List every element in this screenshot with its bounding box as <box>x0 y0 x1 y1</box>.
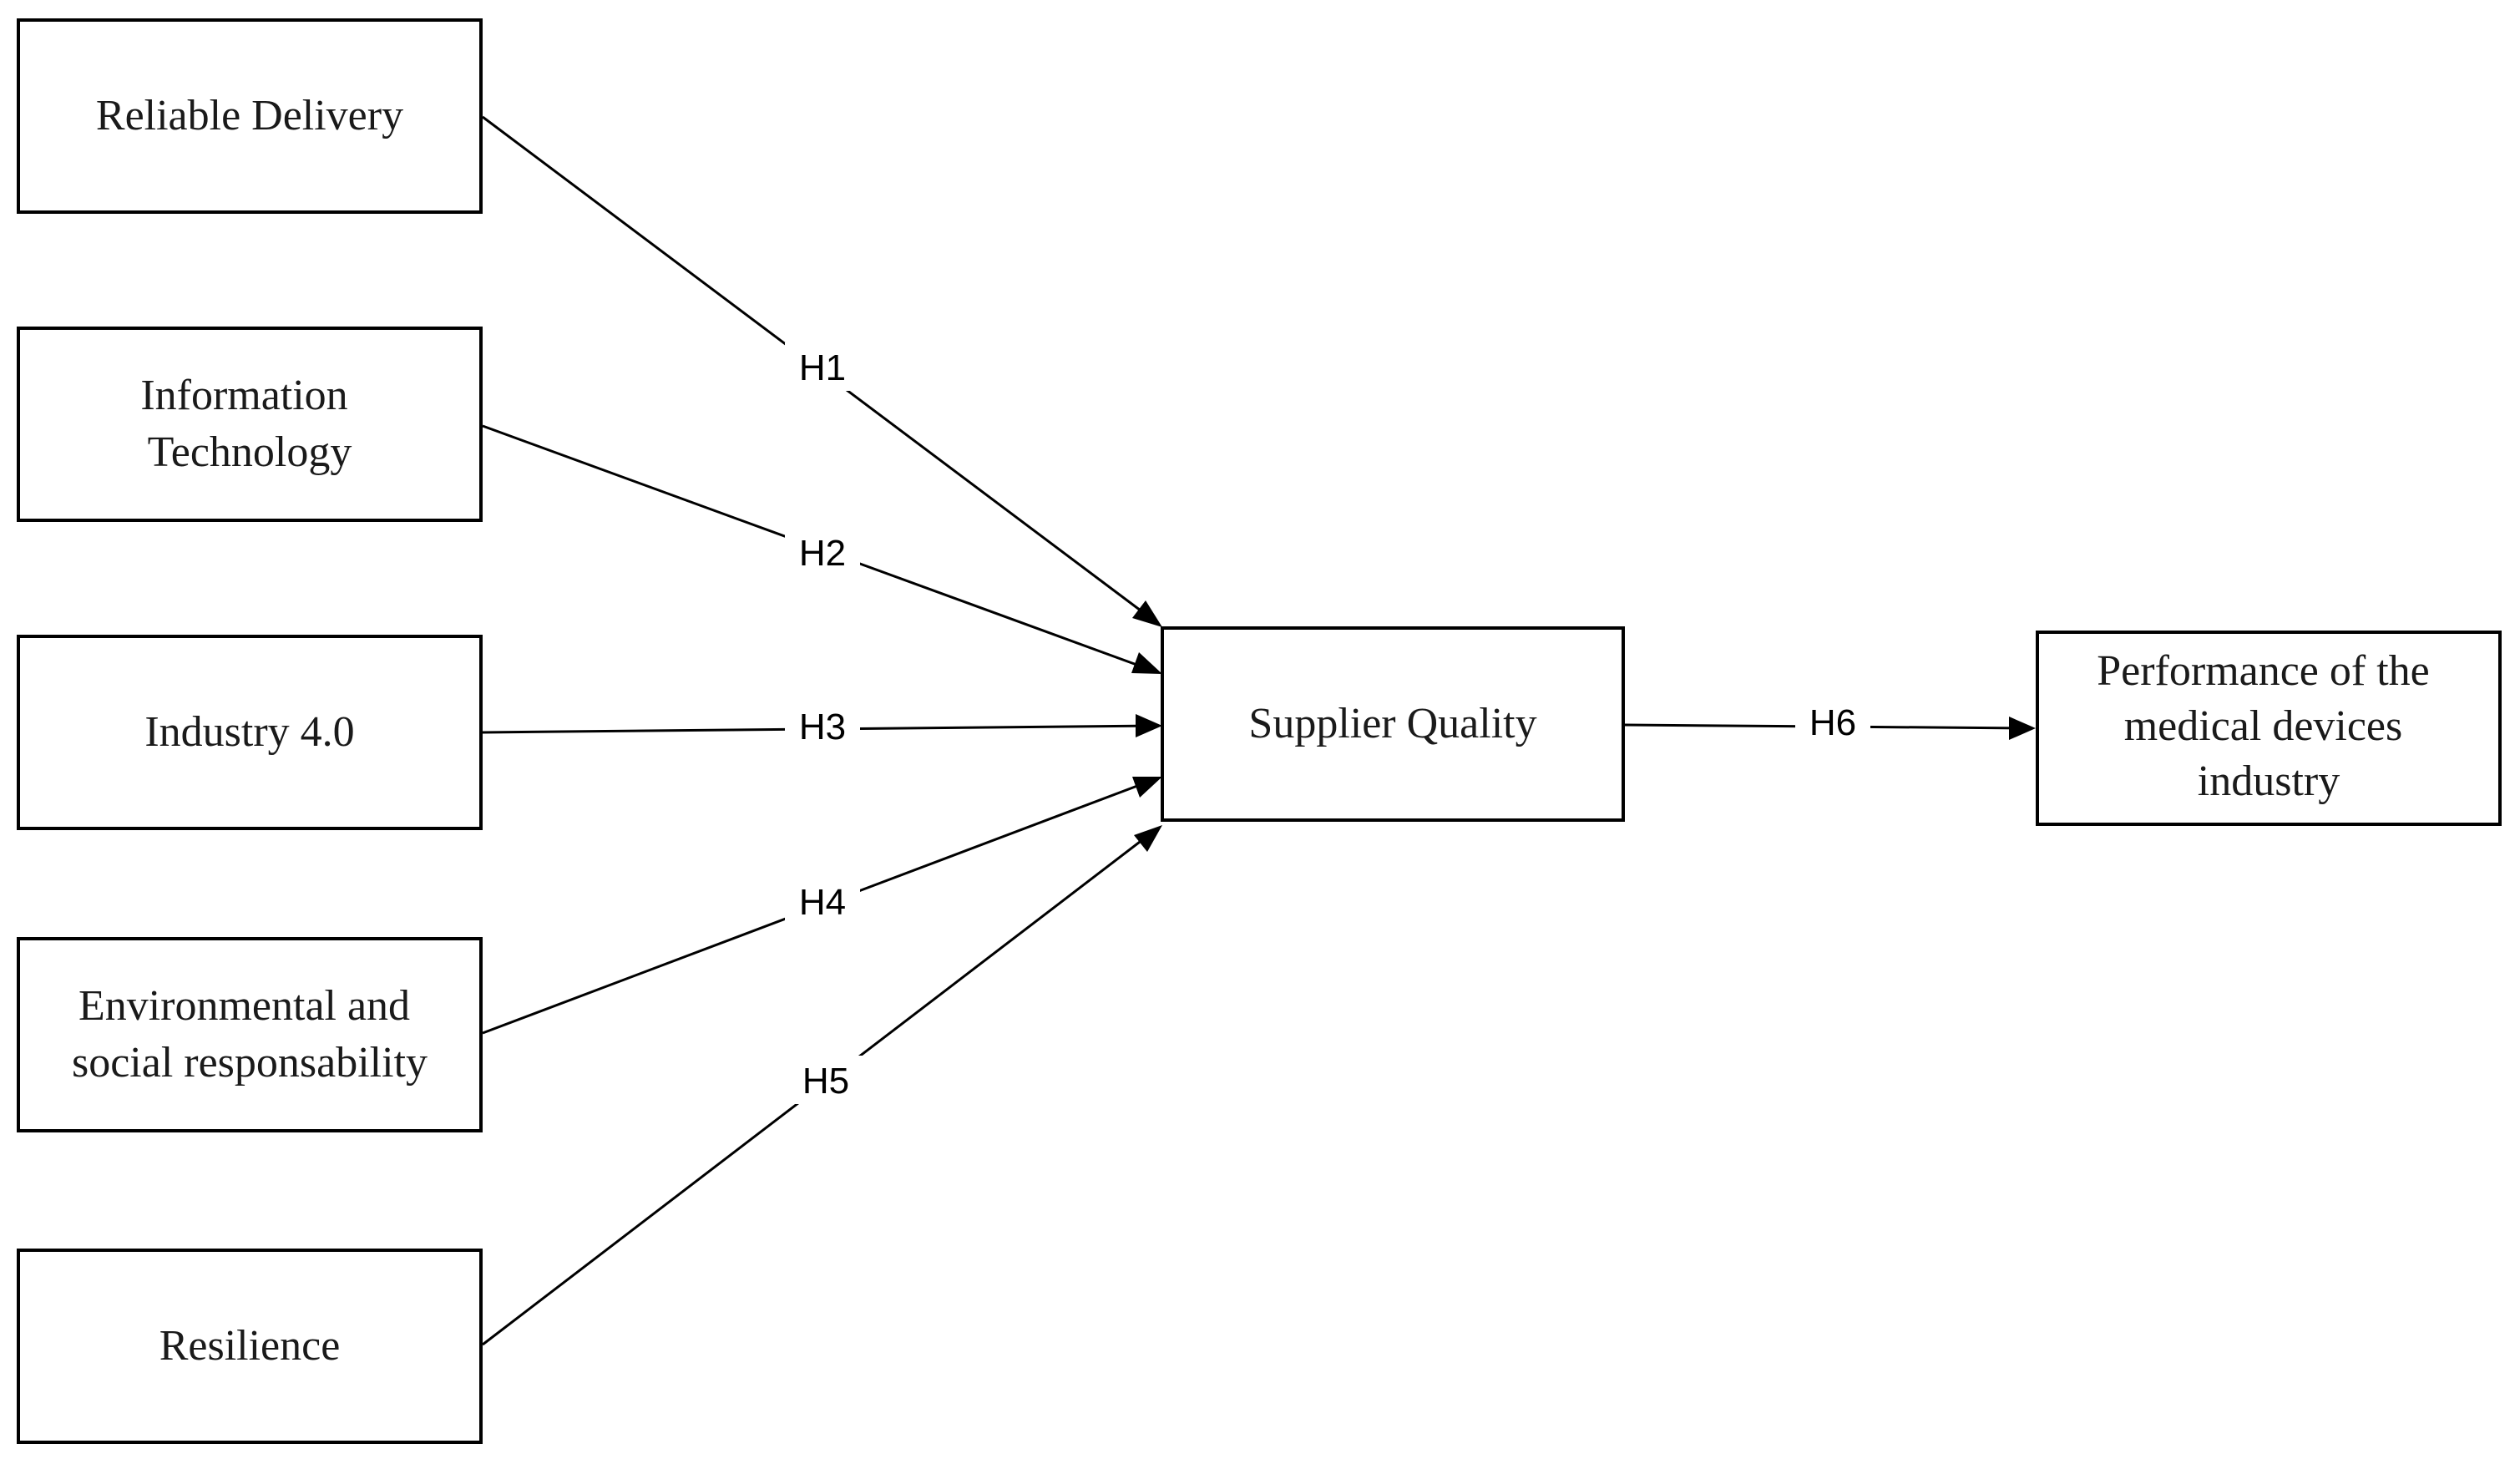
node-information-technology-label: Information Technology <box>140 372 358 476</box>
edge-h3-label: H3 <box>799 707 846 747</box>
edge-h6: H6 <box>1624 697 2036 746</box>
node-industry-4-label: Industry 4.0 <box>144 708 354 756</box>
edge-h4-arrowhead <box>1132 777 1162 798</box>
node-environmental-social: Environmental and social responsability <box>17 937 483 1132</box>
node-environmental-social-label: Environmental and social responsability <box>72 982 428 1087</box>
node-resilience-box <box>17 1249 483 1444</box>
edge-h5-label: H5 <box>802 1061 849 1102</box>
edge-h2: H2 <box>482 424 1162 674</box>
node-performance-label: Performance of the medical devices indus… <box>2097 647 2440 805</box>
node-performance-box <box>2036 631 2502 826</box>
node-performance: Performance of the medical devices indus… <box>2036 631 2502 826</box>
edge-h5: H5 <box>482 825 1162 1346</box>
nodes-layer: Reliable Delivery Information Technology… <box>17 18 2502 1444</box>
edge-h1-label: H1 <box>799 347 846 388</box>
edge-h1: H1 <box>482 115 1162 627</box>
node-supplier-quality: Supplier Quality <box>1161 626 1625 822</box>
node-reliable-delivery-box <box>17 18 483 214</box>
edge-h5-arrowhead <box>1134 825 1162 852</box>
node-resilience-label: Resilience <box>159 1322 341 1370</box>
node-industry-4: Industry 4.0 <box>17 635 483 830</box>
node-resilience: Resilience <box>17 1249 483 1444</box>
node-reliable-delivery-label: Reliable Delivery <box>96 92 403 139</box>
edge-h2-label: H2 <box>799 533 846 574</box>
edges-layer: H1 H2 H3 H4 H5 <box>482 115 2036 1346</box>
edge-h1-arrowhead <box>1132 600 1162 627</box>
node-information-technology: Information Technology <box>17 327 483 522</box>
edge-h4: H4 <box>482 777 1162 1035</box>
node-environmental-social-box <box>17 937 483 1132</box>
node-supplier-quality-box <box>1161 626 1625 822</box>
node-reliable-delivery: Reliable Delivery <box>17 18 483 214</box>
node-industry-4-box <box>17 635 483 830</box>
node-supplier-quality-label: Supplier Quality <box>1248 700 1536 747</box>
edge-h3-arrowhead <box>1136 714 1162 737</box>
node-information-technology-box <box>17 327 483 522</box>
edge-h6-label: H6 <box>1809 702 1856 743</box>
edge-h3: H3 <box>482 702 1162 750</box>
edge-h4-label: H4 <box>799 882 846 923</box>
edge-h6-arrowhead <box>2009 717 2036 740</box>
edge-h2-arrowhead <box>1131 652 1162 674</box>
